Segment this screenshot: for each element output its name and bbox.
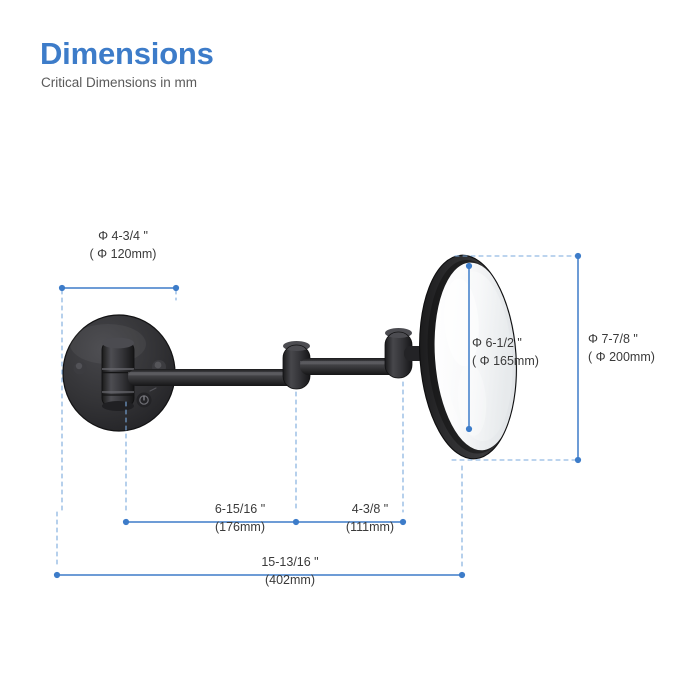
dim-label-metric: ( Φ 120mm) — [89, 247, 157, 262]
dim-label-metric: (111mm) — [345, 520, 395, 535]
dim-label-total-reach: 15-13/16 " (402mm) — [195, 553, 385, 589]
dim-label-imperial: 6-15/16 " — [214, 502, 266, 516]
arm-middle-joint — [282, 341, 311, 390]
dim-label-mirror-outer-diameter: Φ 7-7/8 " ( Φ 200mm) — [588, 330, 692, 366]
dimension-annotations — [53, 252, 582, 579]
dim-total-reach — [53, 465, 466, 579]
dim-label-imperial: Φ 6-1/2 " — [472, 336, 522, 350]
dim-label-imperial: 15-13/16 " — [261, 555, 319, 569]
arm-segment-two — [300, 358, 398, 375]
dim-label-imperial: Φ 4-3/4 " — [98, 229, 148, 243]
dim-mirror-glass-diameter — [465, 262, 473, 433]
dim-label-arm-segment-two: 4-3/8 " (111mm) — [310, 500, 430, 536]
page-header: Dimensions Critical Dimensions in mm — [40, 36, 214, 91]
dim-label-imperial: Φ 7-7/8 " — [588, 332, 638, 346]
dim-arm-segments — [122, 381, 407, 526]
product-illustration — [62, 254, 518, 460]
dim-label-arm-segment-one: 6-15/16 " (176mm) — [175, 500, 305, 536]
dim-label-imperial: 4-3/8 " — [351, 502, 389, 516]
dim-label-wall-plate-diameter: Φ 4-3/4 " ( Φ 120mm) — [58, 227, 188, 263]
dim-label-metric: ( Φ 165mm) — [472, 354, 539, 369]
dim-mirror-outer-diameter — [451, 252, 582, 464]
mirror-head — [419, 254, 518, 460]
dim-label-metric: (176mm) — [214, 520, 265, 535]
dim-label-metric: (402mm) — [264, 573, 315, 588]
dim-label-mirror-glass-diameter: Φ 6-1/2 " ( Φ 165mm) — [472, 334, 572, 370]
dim-wall-plate-diameter — [58, 284, 180, 513]
dim-label-metric: ( Φ 200mm) — [588, 350, 655, 365]
page-title: Dimensions — [40, 36, 214, 71]
page-subtitle: Critical Dimensions in mm — [41, 74, 198, 90]
arm-segment-one — [128, 369, 296, 386]
